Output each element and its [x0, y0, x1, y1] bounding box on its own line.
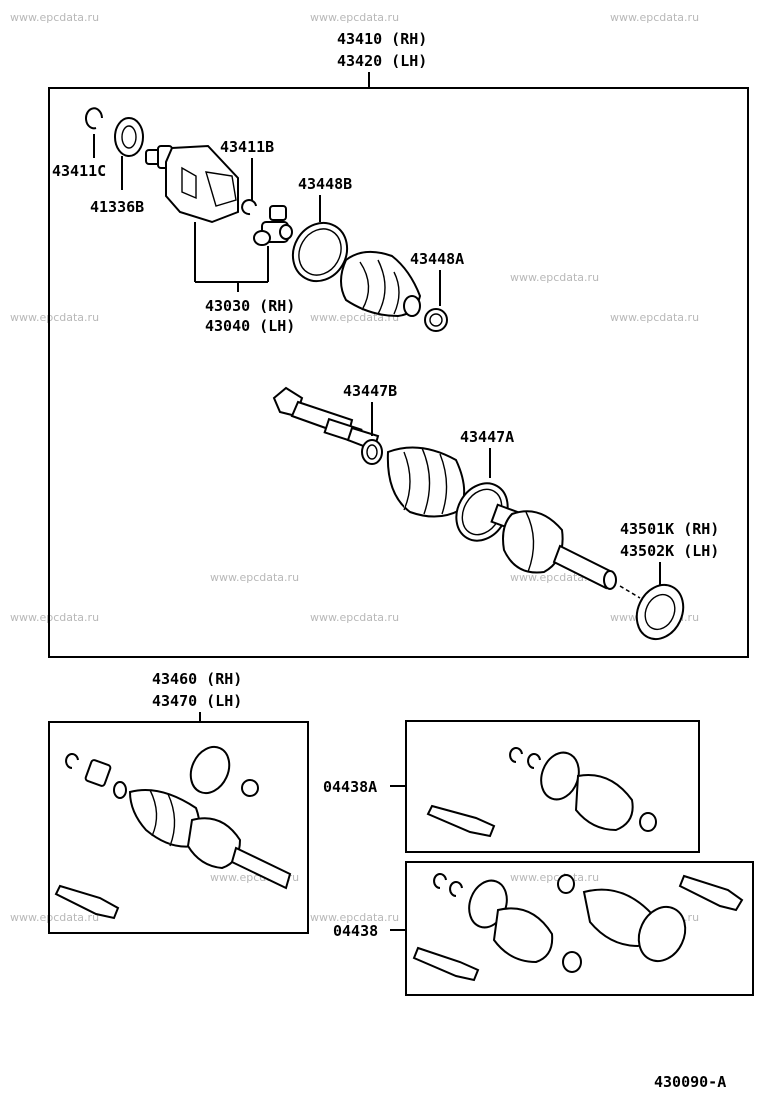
assembly-lh-label: 43420 (LH) — [337, 52, 427, 70]
tulip-housing — [145, 144, 268, 292]
watermark: www.epcdata.ru — [310, 11, 399, 24]
watermark: www.epcdata.ru — [10, 911, 99, 924]
main-assembly: 43410 (RH) 43420 (LH) 43411C 41336B — [48, 30, 749, 658]
oil-seal: 43501K (RH) 43502K (LH) — [620, 520, 719, 641]
shaft-rh-label: 43501K (RH) — [620, 520, 719, 538]
figure-code: 430090-A — [654, 1073, 726, 1091]
tripod-joint: 43030 (RH) 43040 (LH) — [205, 205, 295, 335]
watermark: www.epcdata.ru — [10, 11, 99, 24]
kit-a-frame — [405, 720, 700, 853]
outer-joint — [490, 503, 641, 599]
snap-ring-label: 43411C — [52, 162, 106, 180]
watermark: www.epcdata.ru — [610, 311, 699, 324]
band-43447a: 43447A — [455, 428, 514, 542]
shaft-lh-label: 43502K (LH) — [620, 542, 719, 560]
snap-ring-43411c: 43411C — [52, 107, 106, 180]
snap-ring-b-label: 43411B — [220, 138, 274, 156]
watermark: www.epcdata.ru — [210, 571, 299, 584]
inner-boot — [340, 250, 422, 318]
clamp-a-label: 43448A — [410, 250, 464, 268]
snap-ring-43411b: 43411B — [220, 138, 274, 216]
band-43447b: 43447B — [343, 382, 397, 465]
outer-boot — [386, 446, 466, 518]
boot-kit-04438a: 04438A — [323, 720, 700, 853]
watermark: www.epcdata.ru — [10, 311, 99, 324]
clamp-43448a: 43448A — [410, 250, 464, 332]
watermark: www.epcdata.ru — [310, 611, 399, 624]
kit-frame — [405, 861, 754, 996]
watermarks: www.epcdata.ru www.epcdata.ru www.epcdat… — [10, 11, 699, 924]
tulip-lh-label: 43040 (LH) — [205, 317, 295, 335]
drive-shaft — [272, 386, 380, 452]
bearing-label: 41336B — [90, 198, 144, 216]
main-assembly-frame — [48, 87, 749, 658]
bearing-41336b: 41336B — [90, 117, 144, 216]
watermark: www.epcdata.ru — [310, 911, 399, 924]
outer-lh-label: 43470 (LH) — [152, 692, 242, 710]
band-b-label: 43447B — [343, 382, 397, 400]
clamp-43448b: 43448B — [291, 175, 352, 283]
watermark: www.epcdata.ru — [510, 271, 599, 284]
band-a-label: 43447A — [460, 428, 514, 446]
boot-kit-04438: 04438 — [333, 861, 754, 996]
watermark: www.epcdata.ru — [10, 611, 99, 624]
watermark: www.epcdata.ru — [610, 11, 699, 24]
outer-rh-label: 43460 (RH) — [152, 670, 242, 688]
outer-joint-assembly: 43460 (RH) 43470 (LH) — [48, 670, 309, 934]
kit-a-label: 04438A — [323, 778, 377, 796]
assembly-rh-label: 43410 (RH) — [337, 30, 427, 48]
kit-label: 04438 — [333, 922, 378, 940]
outer-joint-frame — [48, 721, 309, 934]
tulip-rh-label: 43030 (RH) — [205, 297, 295, 315]
watermark: www.epcdata.ru — [510, 871, 599, 884]
clamp-b-label: 43448B — [298, 175, 352, 193]
